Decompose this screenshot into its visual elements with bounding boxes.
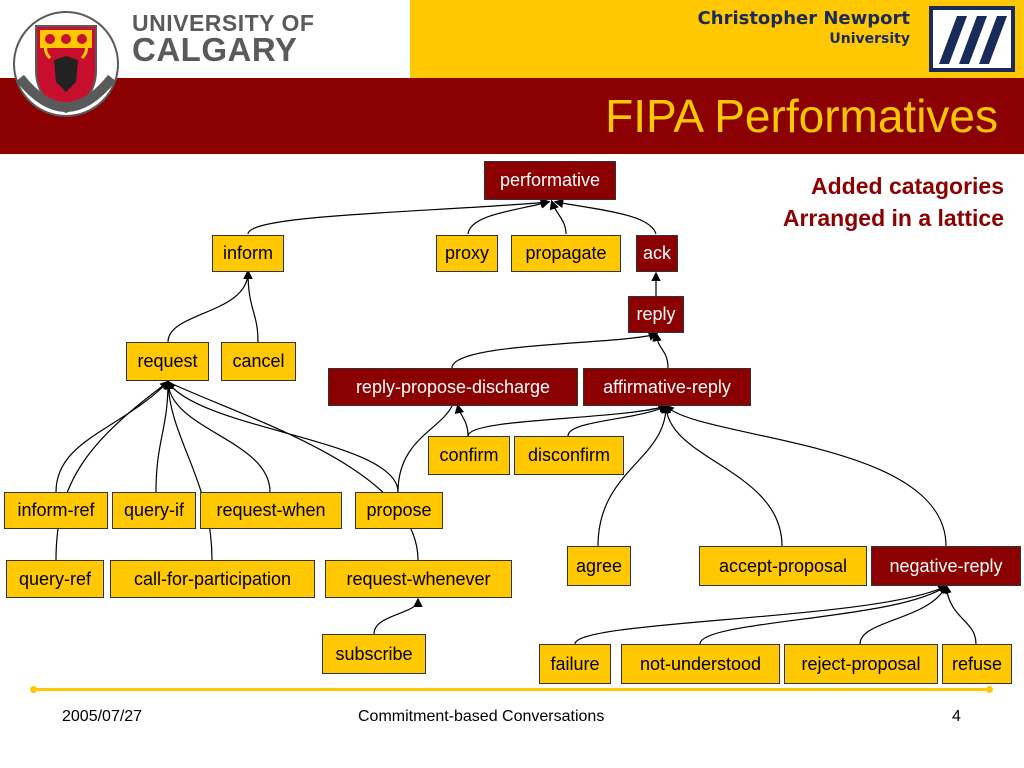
edge-ack-performative (553, 198, 657, 235)
edge-failure-negative (574, 584, 949, 645)
node-proxy: proxy (436, 235, 498, 272)
node-agree: agree (567, 546, 631, 586)
edge-refuse-negative (942, 583, 977, 645)
node-failure: failure (539, 644, 611, 684)
node-query-if: query-if (112, 492, 196, 529)
node-propose: propose (355, 492, 443, 529)
edge-cfp-request (167, 381, 213, 561)
node-confirm: confirm (428, 436, 510, 475)
node-query-ref: query-ref (6, 560, 104, 598)
node-inform: inform (212, 235, 284, 272)
edge-requestwhen-request (163, 379, 271, 493)
edge-request-inform (167, 269, 253, 343)
cnu-logo-icon (929, 6, 1015, 72)
footer-divider-dot-left (30, 686, 37, 693)
footer-divider (32, 688, 992, 691)
edge-confirm-affirmative (467, 403, 669, 437)
edge-rpd-reply (451, 331, 659, 369)
university-name: UNIVERSITY OF CALGARY (132, 10, 315, 68)
node-performative: performative (484, 161, 616, 200)
cnu-name: Christopher Newport University (698, 8, 910, 48)
edge-queryref-request (55, 381, 169, 561)
node-request: request (126, 342, 209, 381)
edge-rejectproposal-negative (859, 583, 948, 645)
edge-propose-request (166, 380, 399, 493)
node-ack: ack (636, 235, 678, 272)
edge-agree-affirmative (597, 403, 671, 547)
edge-accept-affirmative (661, 403, 783, 547)
edge-confirm-rpd (454, 403, 469, 437)
node-reply: reply (628, 296, 684, 333)
node-request-when: request-when (200, 492, 342, 529)
edge-queryif-request (155, 379, 173, 493)
node-call-for-participation: call-for-participation (110, 560, 315, 598)
node-refuse: refuse (942, 644, 1012, 684)
university-name-line1: UNIVERSITY OF (132, 10, 315, 36)
node-request-whenever: request-whenever (325, 560, 512, 598)
university-crest-icon (13, 11, 119, 117)
footer-date: 2005/07/27 (62, 708, 143, 725)
footer-title: Commitment-based Conversations (358, 708, 605, 725)
node-accept-proposal: accept-proposal (699, 546, 867, 586)
node-cancel: cancel (221, 342, 296, 381)
slide-title: FIPA Performatives (605, 90, 998, 142)
edge-requestwhenever-request (167, 381, 419, 561)
footer-page-number: 4 (952, 708, 961, 725)
annotation-line1: Added catagories (811, 173, 1004, 199)
cnu-name-line1: Christopher Newport (697, 8, 910, 29)
node-inform-ref: inform-ref (4, 492, 108, 529)
node-disconfirm: disconfirm (514, 436, 624, 475)
edge-subscribe-requestwhenever (373, 597, 423, 635)
lattice-annotation: Added catagories Arranged in a lattice (783, 170, 1004, 234)
annotation-line2: Arranged in a lattice (782, 205, 1004, 231)
edge-disconfirm-affirmative (567, 404, 669, 437)
node-negative-reply: negative-reply (871, 546, 1021, 586)
edge-proxy-performative (467, 199, 551, 235)
edge-propose-rpd (397, 405, 453, 493)
node-propagate: propagate (511, 235, 621, 272)
university-name-line2: CALGARY (132, 31, 298, 68)
edge-negative-affirmative (664, 404, 947, 547)
title-bar (0, 78, 1024, 154)
node-not-understood: not-understood (621, 644, 780, 684)
edge-propagate-performative (549, 199, 567, 235)
edge-informref-request (55, 380, 170, 493)
node-affirmative-reply: affirmative-reply (583, 368, 751, 406)
edge-affirmative-reply (652, 331, 669, 369)
cnu-name-line2: University (829, 31, 910, 47)
node-reply-propose-discharge: reply-propose-discharge (328, 368, 578, 406)
edge-notunderstood-negative (699, 584, 948, 645)
edge-inform-performative (247, 197, 551, 235)
footer-divider-dot-right (986, 686, 993, 693)
node-reject-proposal: reject-proposal (784, 644, 938, 684)
edge-cancel-inform (243, 269, 259, 343)
node-subscribe: subscribe (322, 634, 426, 674)
